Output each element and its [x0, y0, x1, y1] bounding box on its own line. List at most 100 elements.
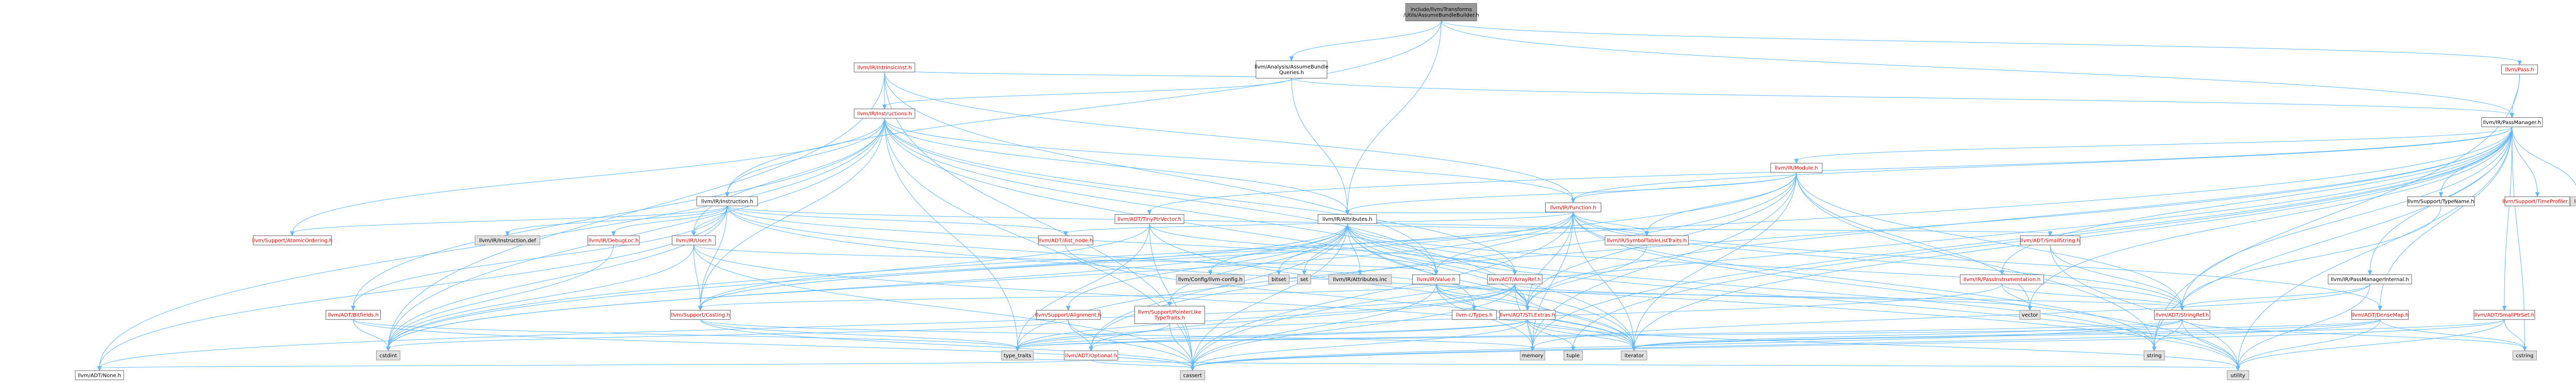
dependency-edge — [1347, 212, 1573, 214]
edge-arrowhead — [882, 105, 887, 110]
node-module[interactable]: llvm/IR/Module.h — [1770, 163, 1823, 173]
dependency-edge — [99, 206, 728, 368]
node-stl-extras[interactable]: llvm/ADT/STLExtras.h — [1499, 310, 1556, 320]
dependency-edge — [1192, 319, 2505, 369]
dependency-edge — [1527, 245, 1647, 308]
node-bitfields[interactable]: llvm/ADT/Bitfields.h — [326, 310, 381, 320]
dependency-edge — [1067, 319, 1092, 349]
node-bitset: bitset — [1268, 274, 1290, 285]
node-cassert: cassert — [1180, 370, 1206, 380]
node-label: llvm/ADT/None.h — [78, 373, 121, 378]
dependency-edge — [1291, 78, 2513, 115]
node-casting[interactable]: llvm/Support/Casting.h — [670, 310, 731, 320]
node-intrinsic-inst[interactable]: llvm/IR/IntrinsicInst.h — [854, 62, 916, 73]
dependency-edge — [1573, 212, 2239, 368]
node-box — [697, 196, 758, 206]
node-dense-map[interactable]: llvm/ADT/DenseMap.h — [2351, 310, 2409, 320]
dependency-edge — [884, 78, 1292, 107]
node-type-traits: type_traits — [1001, 350, 1034, 360]
node-box — [671, 235, 716, 246]
node-label: llvm/ADT/ArrayRef.h — [1489, 277, 1541, 283]
dependency-edge — [2504, 127, 2513, 308]
edge-arrowhead — [1167, 302, 1172, 307]
node-box — [1545, 202, 1601, 213]
edge-arrowhead — [2438, 192, 2444, 198]
dependency-edge — [884, 118, 1437, 272]
dependency-edge — [2049, 245, 2182, 308]
node-box — [474, 235, 540, 246]
dependency-edge — [1573, 212, 1635, 349]
node-box — [2473, 310, 2535, 320]
node-function[interactable]: llvm/IR/Function.h — [1545, 202, 1601, 213]
node-pass-manager-internal[interactable]: llvm/IR/PassManagerInternal.h — [2328, 274, 2412, 285]
node-user[interactable]: llvm/IR/User.h — [671, 235, 716, 246]
dependency-edge — [2238, 127, 2513, 368]
edge-arrowhead — [1089, 346, 1094, 352]
dependency-edge — [884, 69, 1292, 79]
dependency-edge — [884, 118, 1528, 308]
node-tiny-ptr-vector[interactable]: llvm/ADT/TinyPtrVector.h — [1114, 214, 1184, 224]
dependency-edge — [2002, 284, 2182, 308]
node-box — [2570, 196, 2576, 206]
node-c-types[interactable]: llvm-c/Types.h — [1451, 310, 1497, 320]
node-attributes[interactable]: llvm/IR/Attributes.h — [1317, 214, 1377, 224]
node-box — [1520, 350, 1546, 360]
dependency-edge — [1278, 223, 1348, 272]
dependency-edge — [1192, 212, 1573, 368]
edge-arrowhead — [1525, 306, 1530, 311]
node-instructions[interactable]: llvm/IR/Instructions.h — [854, 109, 916, 119]
node-box — [1038, 235, 1093, 246]
node-pass-instrumentation[interactable]: llvm/IR/PassInstrumentation.h — [1960, 274, 2044, 285]
node-debug-loc[interactable]: llvm/IR/DebugLoc.h — [587, 235, 640, 246]
node-box — [670, 310, 731, 320]
node-atomic-ordering[interactable]: llvm/Support/AtomicOrdering.h — [252, 235, 333, 246]
node-type-name[interactable]: llvm/Support/TypeName.h — [2407, 196, 2475, 206]
node-label: llvm/IR/PassManagerInternal.h — [2331, 277, 2409, 283]
node-pass-h[interactable]: llvm/Pass.h — [2501, 64, 2538, 75]
edge-arrowhead — [2152, 346, 2157, 352]
node-small-string[interactable]: llvm/ADT/SmallString.h — [2020, 235, 2080, 246]
node-ilist-node[interactable]: llvm/ADT/ilist_node.h — [1038, 235, 1093, 246]
dependency-edge — [2512, 127, 2538, 195]
dependency-edge — [292, 205, 728, 234]
dependency-edge — [2238, 319, 2505, 368]
dependency-edge — [884, 118, 1573, 200]
dependency-edge — [1347, 223, 2239, 368]
node-box — [326, 310, 381, 320]
node-root[interactable]: include/llvm/Transforms/Utils/AssumeBund… — [1403, 3, 1479, 22]
node-label: llvm/IR/DebugLoc.h — [588, 238, 638, 243]
dependency-edge — [613, 205, 728, 234]
dependency-edge — [99, 360, 1092, 369]
node-instruction-def: llvm/IR/Instruction.def — [474, 235, 540, 246]
node-box — [587, 235, 640, 246]
edge-arrowhead — [1147, 210, 1152, 215]
node-string-ref[interactable]: llvm/ADT/StringRef.h — [2154, 310, 2210, 320]
node-box — [1180, 370, 1206, 380]
dependency-edge — [388, 223, 1348, 349]
dependency-edge — [1514, 284, 2030, 308]
dependency-edge — [1149, 127, 2513, 212]
node-value[interactable]: llvm/IR/Value.h — [1412, 274, 1461, 285]
node-label: llvm/ADT/DenseMap.h — [2351, 312, 2409, 318]
node-none[interactable]: llvm/ADT/None.h — [75, 370, 124, 380]
dependency-edge — [2504, 319, 2525, 349]
node-small-ptr-set[interactable]: llvm/ADT/SmallPtrSet.h — [2473, 310, 2535, 320]
node-instruction[interactable]: llvm/IR/Instruction.h — [697, 196, 758, 206]
node-time-profiler[interactable]: llvm/Support/TimeProfiler.h — [2502, 196, 2572, 206]
node-pass-manager[interactable]: llvm/IR/PassManager.h — [2481, 117, 2543, 127]
node-symbol-table-list-traits[interactable]: llvm/IR/SymbolTableListTraits.h — [1604, 235, 1689, 246]
node-array-ref[interactable]: llvm/ADT/ArrayRef.h — [1487, 274, 1543, 285]
dependency-edge — [1067, 223, 1348, 308]
edge-arrowhead — [1358, 270, 1363, 275]
dependency-edge — [693, 245, 1437, 273]
node-label: llvm/ADT/Bitfields.h — [328, 312, 378, 318]
node-box — [2154, 310, 2210, 320]
node-alignment[interactable]: llvm/Support/Alignment.h — [1035, 310, 1101, 320]
dependency-edge — [1291, 21, 1442, 59]
dependency-edge — [884, 72, 1573, 200]
node-label: llvm/Analysis/AssumeBundle — [1255, 64, 1328, 70]
node-optional[interactable]: llvm/ADT/Optional.h — [1064, 350, 1118, 360]
